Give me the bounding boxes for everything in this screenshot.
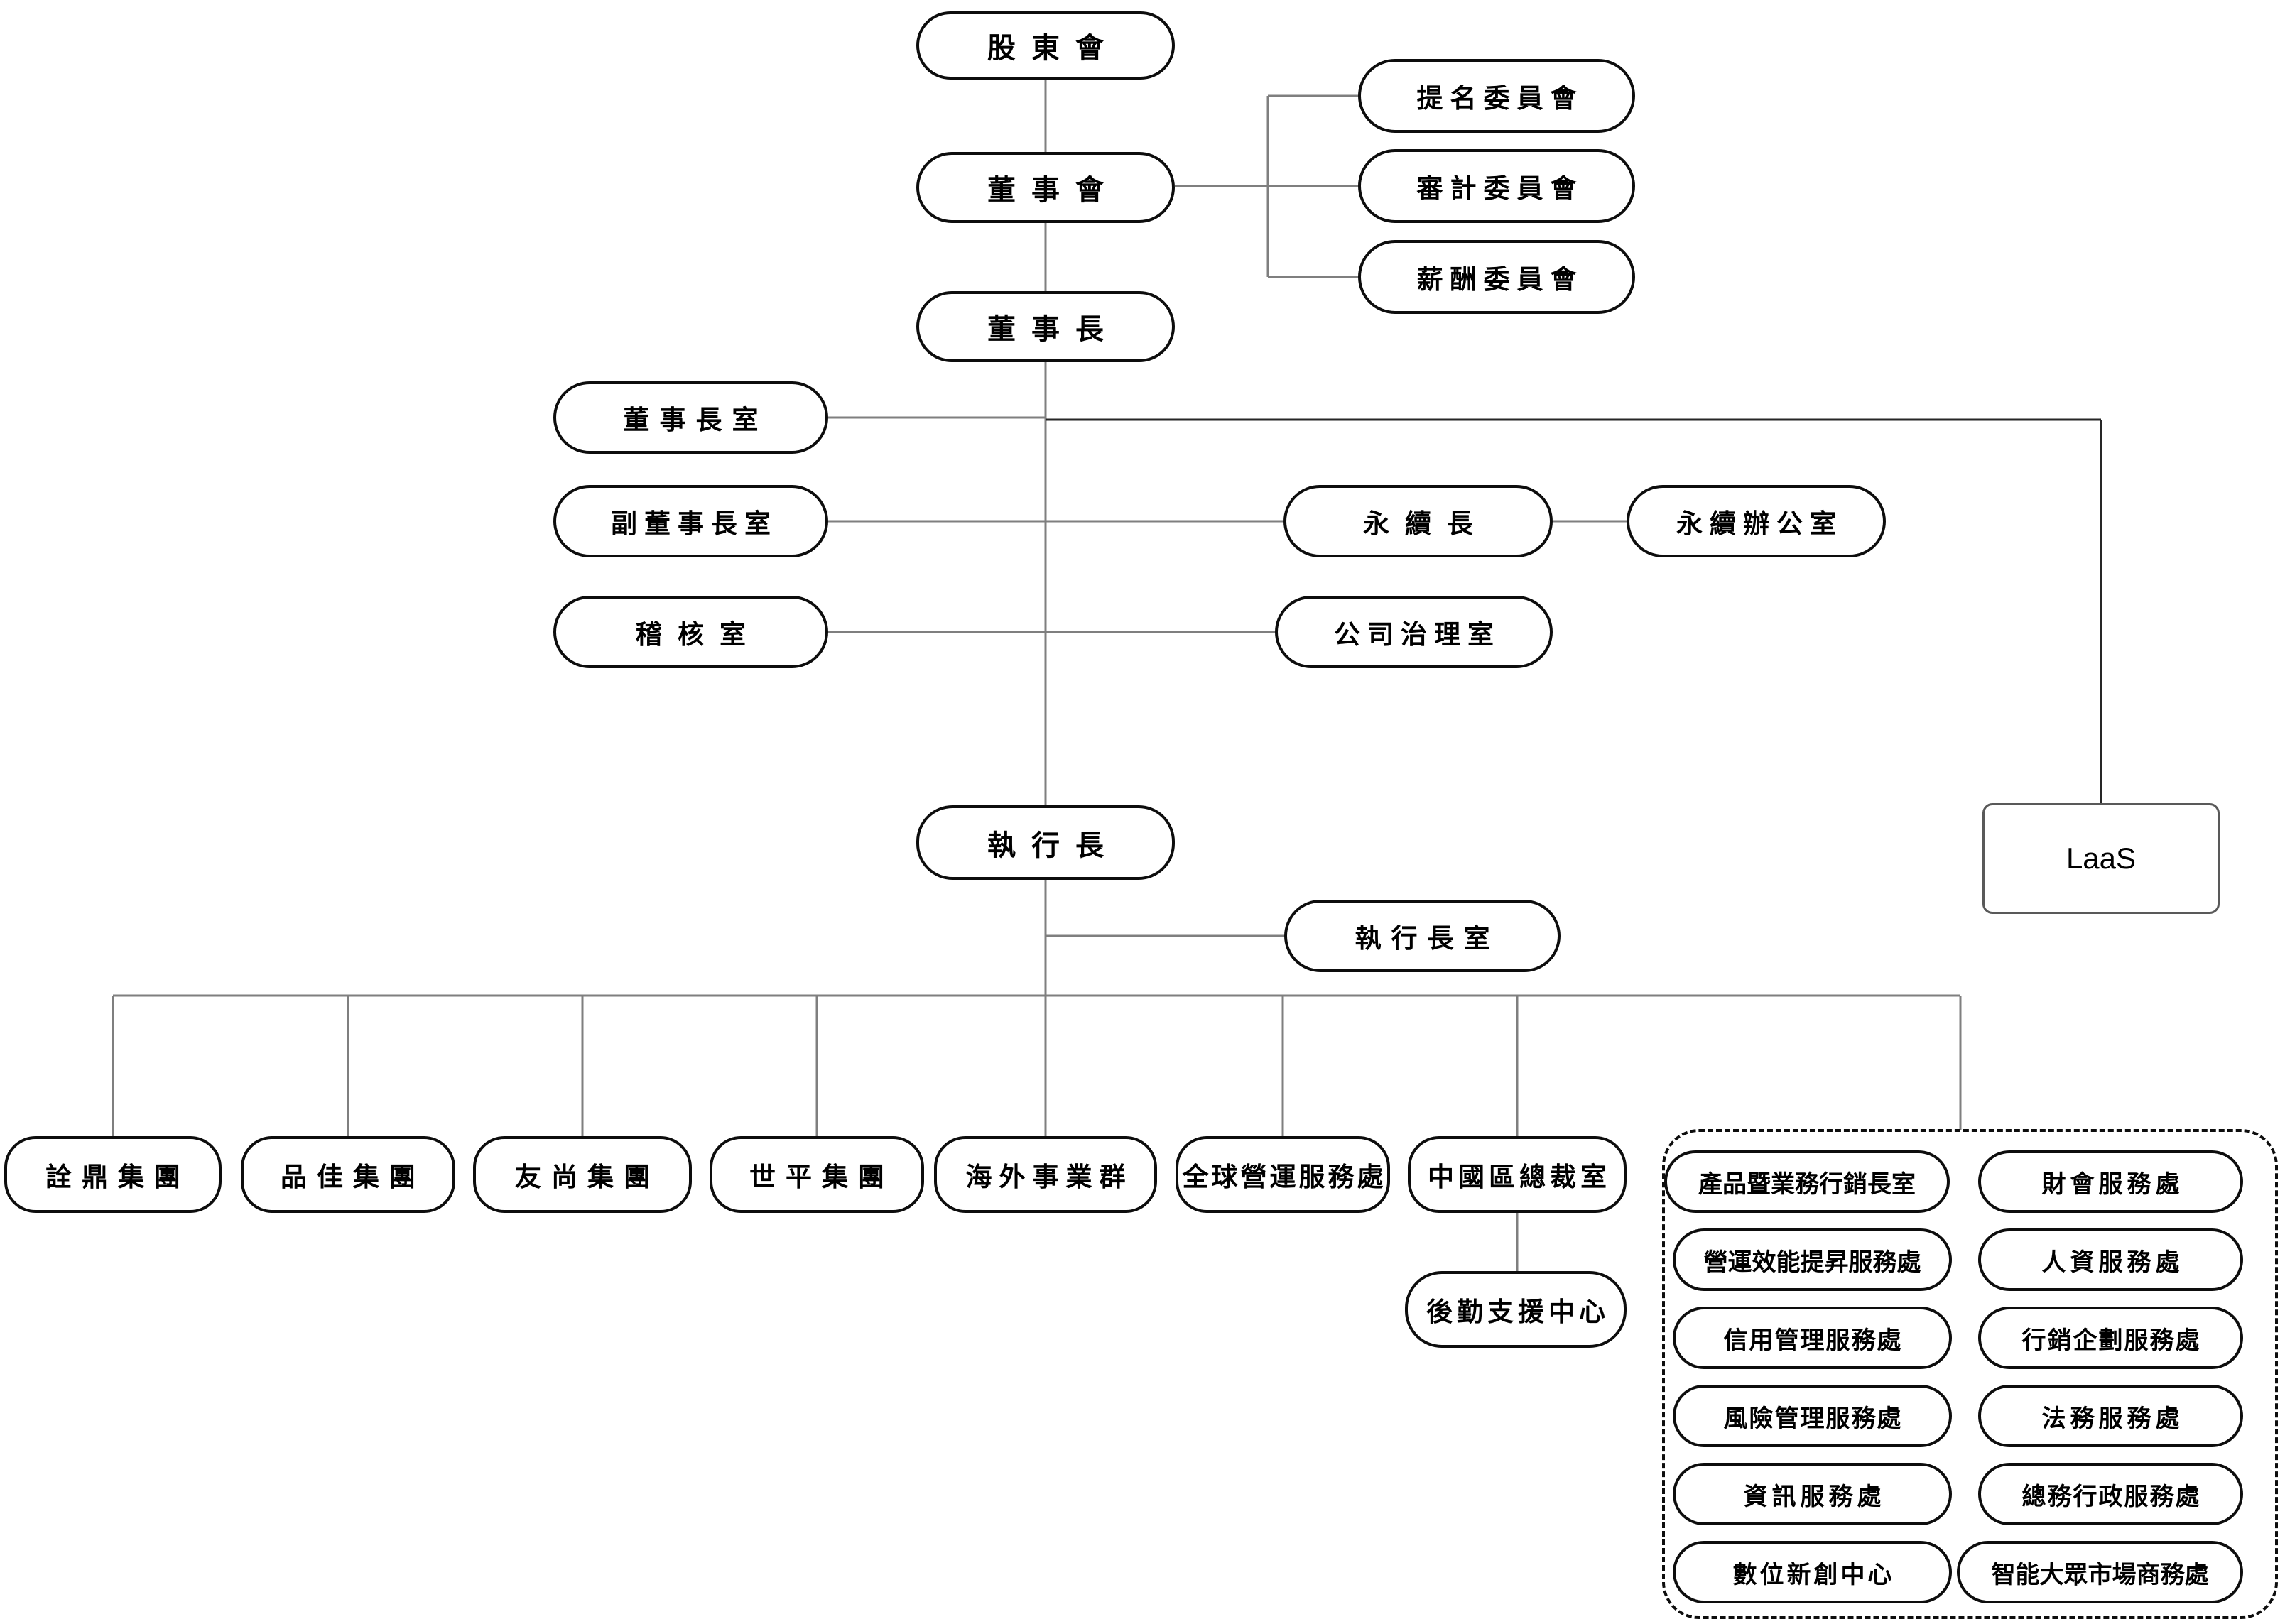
node-ceo-office: 執行長室 bbox=[1284, 900, 1561, 972]
node-product-business-marketing-office: 產品暨業務行銷長室 bbox=[1664, 1150, 1950, 1213]
node-group-quanding: 詮鼎集團 bbox=[4, 1136, 222, 1213]
node-finance-accounting-services: 財會服務處 bbox=[1978, 1150, 2243, 1213]
node-chief-sustainability-officer: 永續長 bbox=[1283, 485, 1553, 557]
node-sustainability-office: 永續辦公室 bbox=[1627, 485, 1886, 557]
node-general-admin-services: 總務行政服務處 bbox=[1978, 1463, 2243, 1525]
node-legal-services: 法務服務處 bbox=[1978, 1385, 2243, 1447]
node-group-pinjia: 品佳集團 bbox=[241, 1136, 455, 1213]
node-board-of-directors: 董事會 bbox=[916, 152, 1175, 223]
node-committee-audit: 審計委員會 bbox=[1358, 149, 1635, 223]
node-china-region-president-office: 中國區總裁室 bbox=[1408, 1136, 1627, 1213]
node-credit-management-services: 信用管理服務處 bbox=[1673, 1307, 1952, 1369]
node-ceo: 執行長 bbox=[916, 805, 1175, 880]
node-group-youshang: 友尚集團 bbox=[473, 1136, 692, 1213]
node-corporate-governance-office: 公司治理室 bbox=[1275, 596, 1553, 668]
node-logistics-support-center: 後勤支援中心 bbox=[1405, 1271, 1627, 1348]
node-chairman-office: 董事長室 bbox=[553, 381, 828, 454]
node-risk-management-services: 風險管理服務處 bbox=[1673, 1385, 1952, 1447]
node-shareholders-meeting: 股東會 bbox=[916, 11, 1175, 80]
node-group-shiping: 世平集團 bbox=[710, 1136, 924, 1213]
node-digital-innovation-center: 數位新創中心 bbox=[1673, 1541, 1952, 1603]
node-overseas-business-group: 海外事業群 bbox=[934, 1136, 1157, 1213]
node-global-operations-services: 全球營運服務處 bbox=[1176, 1136, 1390, 1213]
node-vice-chairman-office: 副董事長室 bbox=[553, 485, 828, 557]
node-smart-mass-market-commerce: 智能大眾市場商務處 bbox=[1957, 1541, 2243, 1603]
hq-services-panel bbox=[1662, 1129, 2278, 1619]
node-committee-compensation: 薪酬委員會 bbox=[1358, 240, 1635, 314]
node-committee-nomination: 提名委員會 bbox=[1358, 59, 1635, 133]
node-chairman: 董事長 bbox=[916, 291, 1175, 362]
node-laas: LaaS bbox=[1982, 803, 2220, 914]
node-operational-efficiency-services: 營運效能提昇服務處 bbox=[1673, 1228, 1952, 1291]
node-marketing-planning-services: 行銷企劃服務處 bbox=[1978, 1307, 2243, 1369]
node-hr-services: 人資服務處 bbox=[1978, 1228, 2243, 1291]
node-audit-office: 稽核室 bbox=[553, 596, 828, 668]
node-it-services: 資訊服務處 bbox=[1673, 1463, 1952, 1525]
